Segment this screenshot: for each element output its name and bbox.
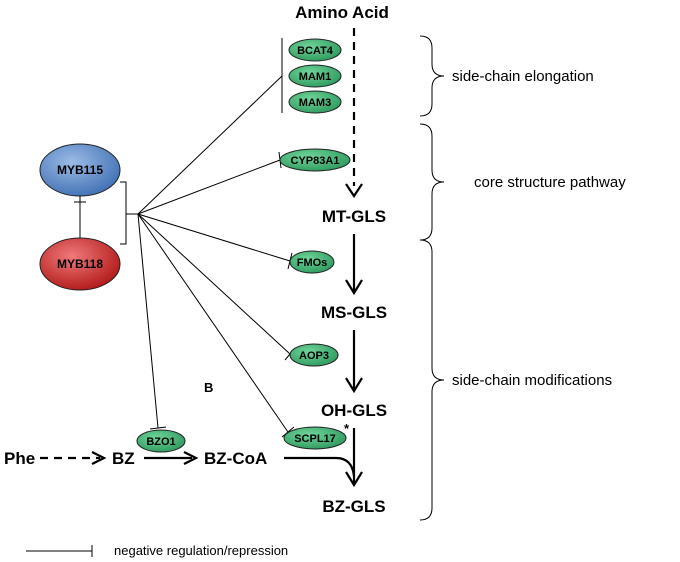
myb118-node: MYB118: [39, 237, 121, 291]
repression-lines: [137, 38, 296, 438]
arrowhead-to-bz-gls: [345, 471, 363, 488]
enzyme-bzo1: BZO1: [136, 429, 186, 453]
enzyme-aop3: AOP3: [289, 343, 339, 367]
mt-gls-label: MT-GLS: [322, 207, 386, 226]
scpl17-label: SCPL17: [294, 433, 336, 445]
enzyme-mam3: MAM3: [288, 90, 342, 114]
arrow-bzcoa-to-bzgls: [284, 456, 356, 477]
myb-bracket: [120, 181, 138, 245]
bzo1-label: BZO1: [146, 436, 175, 448]
panel-letter: B: [204, 380, 213, 395]
mam3-label: MAM3: [299, 97, 331, 109]
myb115-node: MYB115: [39, 143, 121, 197]
ms-gls-label: MS-GLS: [321, 303, 387, 322]
myb115-label: MYB115: [57, 163, 103, 177]
arrowhead-to-oh-gls: [345, 377, 363, 394]
t-bar-bzo1: [149, 426, 167, 430]
cyp83a1-label: CYP83A1: [291, 155, 340, 167]
arrowhead-to-bz-coa: [183, 451, 199, 465]
mam1-label: MAM1: [299, 71, 331, 83]
phe-label: Phe: [4, 449, 35, 468]
fmos-label: FMOs: [297, 257, 328, 269]
repression-line-aop3: [137, 213, 291, 355]
enzyme-cyp83a1: CYP83A1: [279, 148, 351, 172]
arrowhead-to-ms-gls: [345, 279, 363, 296]
brace-elongation: [419, 35, 445, 117]
enzyme-fmos: FMOs: [289, 250, 335, 274]
arrowhead-to-bz: [91, 451, 107, 465]
bcat4-label: BCAT4: [297, 45, 334, 57]
myb118-label: MYB118: [57, 257, 103, 271]
arrowhead-to-mt-gls: [345, 183, 363, 198]
bz-gls-label: BZ-GLS: [322, 497, 385, 516]
legend-label: negative regulation/repression: [114, 543, 288, 558]
repression-line-fmos: [137, 213, 291, 262]
stage-label-modifications: side-chain modifications: [452, 372, 612, 389]
legend: negative regulation/repression: [26, 543, 288, 558]
repression-line-cyp83a1: [137, 159, 281, 215]
repression-line-bzo1: [137, 213, 159, 429]
bz-label: BZ: [112, 449, 135, 468]
amino-acid-label: Amino Acid: [295, 3, 389, 22]
repression-line-scpl17: [137, 213, 289, 433]
brace-core: [419, 123, 445, 241]
enzyme-mam1: MAM1: [288, 64, 342, 88]
bz-coa-label: BZ-CoA: [204, 449, 267, 468]
aop3-label: AOP3: [299, 350, 329, 362]
enzyme-scpl17: SCPL17 *: [283, 421, 350, 450]
enzyme-bcat4: BCAT4: [288, 38, 342, 62]
brace-modifications: [419, 239, 445, 521]
repression-line-elongation: [137, 75, 283, 215]
oh-gls-label: OH-GLS: [321, 401, 387, 420]
stage-label-core: core structure pathway: [474, 174, 626, 191]
scpl17-asterisk: *: [344, 421, 350, 436]
stage-label-elongation: side-chain elongation: [452, 68, 594, 85]
